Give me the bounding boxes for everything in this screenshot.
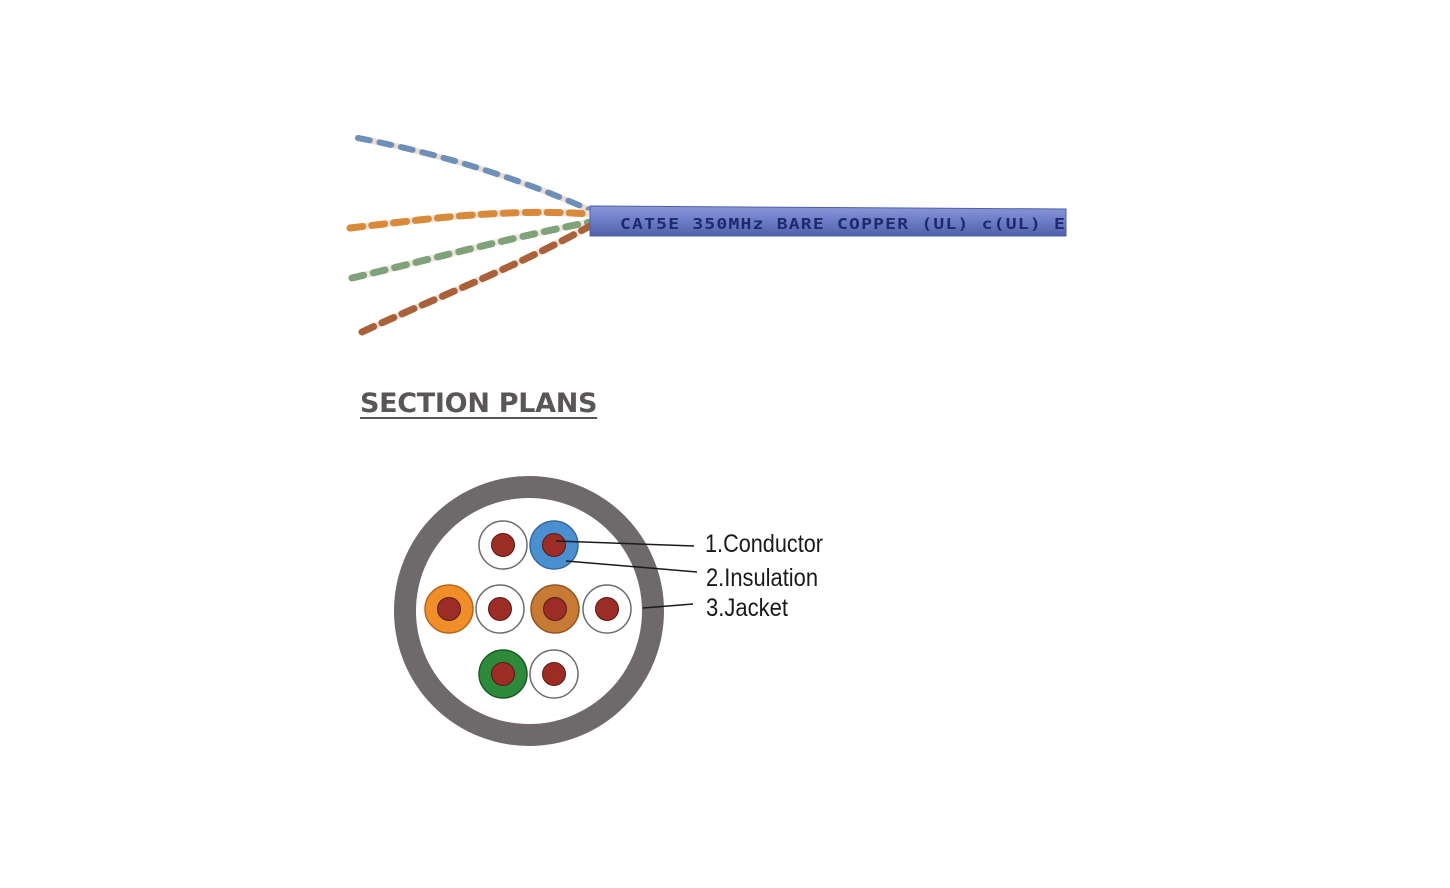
wire-orange [424, 584, 474, 634]
twisted-pair-brown [358, 222, 594, 336]
label-jacket: 3.Jacket [706, 594, 788, 622]
wire-brown [530, 584, 580, 634]
wire-blue [529, 520, 579, 570]
label-insulation: 2.Insulation [706, 564, 818, 592]
cable-jacket [589, 205, 1067, 237]
wire-white-3 [582, 584, 632, 634]
conductor-leader-line [555, 540, 695, 547]
wire-green [478, 649, 528, 699]
wire-white-4 [529, 649, 579, 699]
jacket-leader-line [642, 603, 694, 609]
twisted-pair-blue [355, 135, 593, 213]
cross-section-diagram: 1.Conductor 2.Insulation 3.Jacket [394, 476, 823, 746]
label-conductor: 1.Conductor [705, 530, 823, 558]
cable-print-text: CAT5E 350MHz BARE COPPER (UL) c(UL) E [620, 215, 1066, 233]
section-title: SECTION PLANS [360, 388, 598, 419]
wire-white-1 [478, 520, 528, 570]
twisted-pair-green [348, 218, 594, 282]
wire-white-2 [475, 584, 525, 634]
twisted-pair-orange [346, 208, 594, 232]
insulation-leader-line [565, 560, 698, 573]
jacket-ring [394, 476, 664, 746]
cable-photo: CAT5E 350MHz BARE COPPER (UL) c(UL) E [346, 135, 1067, 336]
